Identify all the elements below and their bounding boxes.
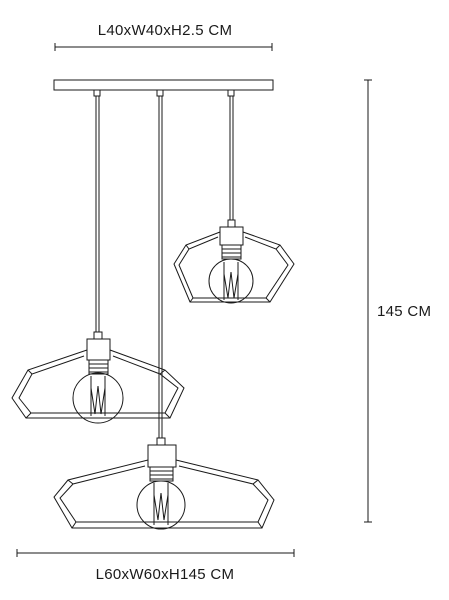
canopy-dimension-line (54, 43, 273, 51)
cable-connector-left (93, 89, 101, 97)
height-dimension-label: 145 CM (377, 303, 432, 320)
cable-connector-middle (156, 89, 164, 97)
overall-dimension-label: L60xW60xH145 CM (95, 566, 235, 583)
overall-dimension-line (16, 549, 295, 557)
pendant-shade-medium (11, 331, 185, 424)
canopy-plate (53, 79, 274, 91)
cable-middle (158, 96, 163, 438)
pendant-shade-small (173, 219, 295, 304)
height-dimension-line (364, 79, 372, 523)
canopy-dimension-label: L40xW40xH2.5 CM (97, 22, 233, 39)
cable-left (95, 96, 100, 332)
pendant-shade-large (53, 437, 275, 530)
cable-right (229, 96, 234, 220)
cable-connector-right (227, 89, 235, 97)
